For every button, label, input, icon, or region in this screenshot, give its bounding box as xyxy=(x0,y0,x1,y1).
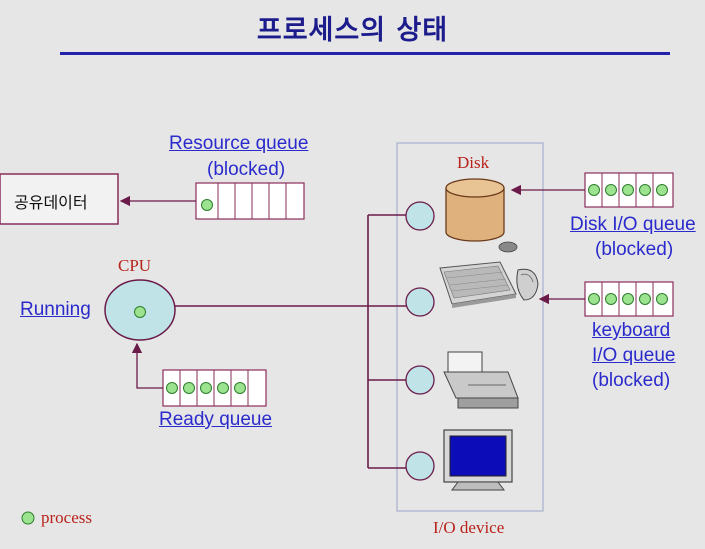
process-dot xyxy=(183,382,195,394)
ready-queue-label: Ready queue xyxy=(159,409,273,430)
shared-data-box xyxy=(0,173,119,225)
keyboard-queue-label-2: I/O queue xyxy=(592,345,676,366)
disk-io-queue-label: Disk I/O queue xyxy=(570,214,696,235)
resource-queue-label: Resource queue xyxy=(169,133,309,154)
monitor-node xyxy=(405,451,435,481)
running-process-dot xyxy=(134,306,146,318)
keyboard-queue-status: (blocked) xyxy=(592,370,671,391)
process-dot xyxy=(622,184,634,196)
printer-icon xyxy=(443,351,519,409)
ready-queue xyxy=(162,369,267,407)
process-dot xyxy=(588,184,600,196)
io-device-label: I/O device xyxy=(433,518,505,537)
process-dot xyxy=(656,184,668,196)
legend-process-dot xyxy=(21,511,35,525)
shared-data-label: 공유데이터 xyxy=(14,193,88,212)
process-dot xyxy=(201,199,213,211)
printer-node xyxy=(405,365,435,395)
keyboard-node xyxy=(405,287,435,317)
process-dot xyxy=(605,184,617,196)
keyboard-io-queue xyxy=(584,281,674,317)
resource-queue-status: (blocked) xyxy=(207,159,286,180)
disk-node xyxy=(405,201,435,231)
resource-queue xyxy=(195,182,305,220)
keyboard-icon xyxy=(439,241,518,308)
title-underline xyxy=(60,52,670,55)
keyboard-queue-label-1: keyboard xyxy=(592,320,671,341)
process-dot xyxy=(639,184,651,196)
process-dot xyxy=(234,382,246,394)
mouse-icon xyxy=(516,268,539,301)
process-dot xyxy=(656,293,668,305)
cpu-label: CPU xyxy=(118,256,152,275)
running-label: Running xyxy=(20,299,91,320)
process-dot xyxy=(605,293,617,305)
process-dot xyxy=(622,293,634,305)
process-dot xyxy=(639,293,651,305)
process-dot xyxy=(200,382,212,394)
monitor-icon xyxy=(443,429,513,491)
page-title: 프로세스의 상태 xyxy=(256,15,449,46)
disk-io-queue xyxy=(584,172,674,208)
process-dot xyxy=(217,382,229,394)
legend-process-label: process xyxy=(41,508,92,527)
disk-icon xyxy=(445,178,505,242)
ready-to-cpu-arrow xyxy=(131,342,163,389)
disk-io-queue-status: (blocked) xyxy=(595,239,674,260)
process-dot xyxy=(166,382,178,394)
disk-label: Disk xyxy=(457,153,490,172)
process-dot xyxy=(588,293,600,305)
io-device-box xyxy=(396,142,544,512)
